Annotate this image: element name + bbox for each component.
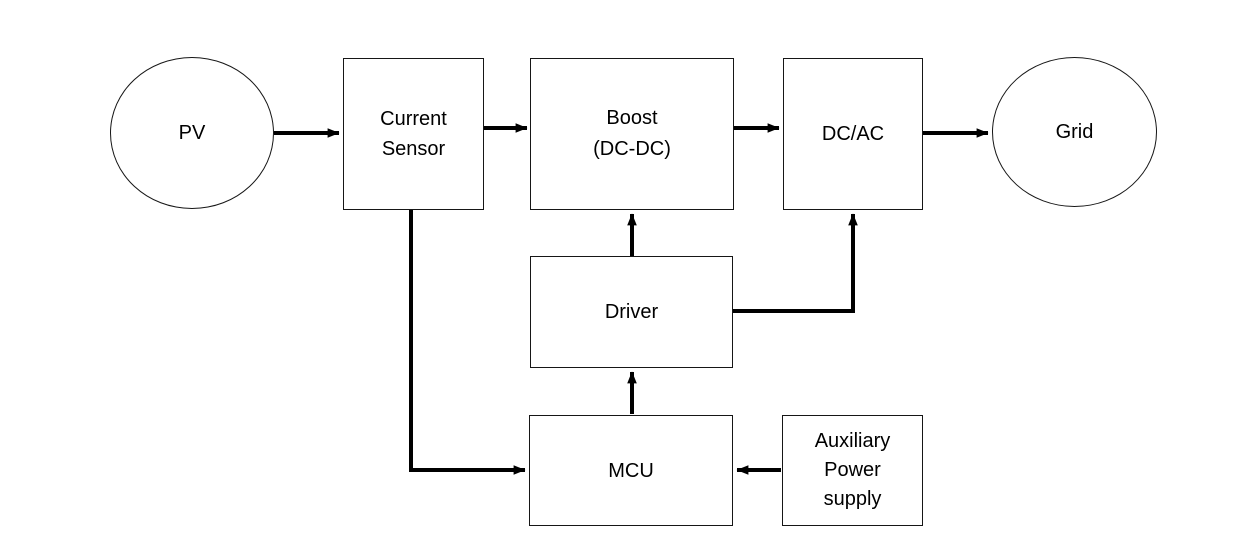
- node-boost-label-line2: (DC-DC): [593, 138, 671, 160]
- node-dcac: DC/AC: [783, 58, 923, 210]
- node-pv-label: PV: [178, 122, 206, 144]
- node-pv: PV: [110, 57, 274, 209]
- node-grid: Grid: [992, 57, 1157, 207]
- edge-driver-to-dcac-arrow: [733, 213, 858, 313]
- node-aux-power-label-line2: Power: [824, 459, 881, 481]
- node-current-sensor-label-line2: Sensor: [381, 138, 446, 160]
- node-aux-power-label-line1: Auxiliary: [814, 430, 891, 452]
- node-aux-power-label-line3: supply: [823, 488, 882, 510]
- node-current-sensor: Current Sensor: [343, 58, 484, 210]
- node-driver-label: Driver: [604, 301, 659, 323]
- node-boost: Boost (DC-DC): [530, 58, 734, 210]
- node-grid-label: Grid: [1055, 121, 1094, 143]
- node-mcu-label: MCU: [608, 459, 654, 482]
- node-dcac-label: DC/AC: [821, 123, 885, 145]
- node-current-sensor-label-line1: Current: [380, 108, 447, 130]
- node-aux-power-supply: Auxiliary Power supply: [782, 415, 923, 526]
- node-driver: Driver: [530, 256, 733, 368]
- edge-current-sensor-to-mcu-arrow: [409, 210, 526, 475]
- node-mcu: MCU: [529, 415, 733, 526]
- node-boost-label-line1: Boost: [606, 107, 658, 129]
